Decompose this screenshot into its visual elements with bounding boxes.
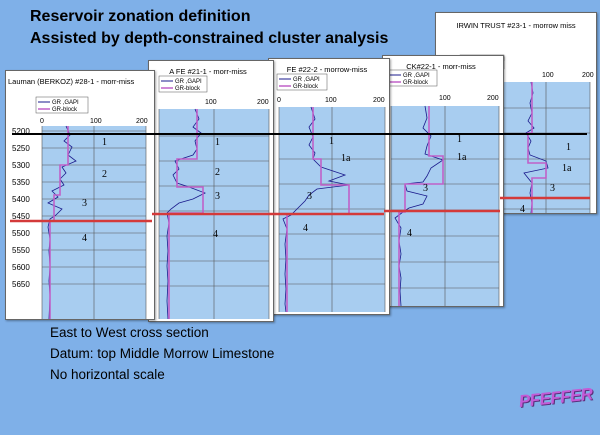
well-title: CK#22-1 - morr-miss [406,62,476,71]
notes-block: East to West cross section Datum: top Mi… [50,322,274,385]
zone-label: 1 [102,137,107,148]
well-title: IRWIN TRUST #23-1 - morrow miss [456,21,576,30]
tick-200: 200 [373,97,385,104]
depth-label: 5600 [12,263,30,272]
tick-200: 200 [487,95,499,102]
zone-label: 1a [341,153,351,164]
depth-label: 5500 [12,229,30,238]
well-panel-lauman: Lauman (BERKOZ) #28-1 - morr-miss GR ,GA… [5,70,155,320]
slide-title: Reservoir zonation definition [30,8,251,25]
tick-100: 100 [542,72,554,79]
well-panel-ck-22-1: CK#22-1 - morr-miss GR ,GAPI GR-block 10… [382,55,504,307]
tick-0: 0 [40,118,44,125]
tick-100: 100 [325,97,337,104]
depth-label: 5250 [12,144,30,153]
depth-label: 5450 [12,212,30,221]
zone-label: 4 [520,204,525,213]
zone-label: 3 [423,183,428,194]
tick-200: 200 [582,72,594,79]
tick-100: 100 [205,99,217,106]
zone-label: 4 [407,228,412,239]
depth-label: 5350 [12,178,30,187]
well-log-svg: GR ,GAPI GR-block 100 200 1 1a 3 4 [386,69,500,306]
note-line: East to West cross section [50,325,209,340]
tick-200: 200 [257,99,269,106]
legend-grblock: GR-block [293,84,319,90]
zone-label: 2 [215,167,220,178]
zone-label: 4 [82,233,87,244]
depth-label: 5400 [12,195,30,204]
zone-label: 1 [215,137,220,148]
depth-label: 5300 [12,161,30,170]
zone-label: 1 [329,136,334,147]
well-log-svg: GR ,GAPI GR-block 0 100 200 1 1a 3 4 [276,73,386,313]
note-line: Datum: top Middle Morrow Limestone [50,346,275,361]
well-title: A FE #21-1 - morr-miss [169,67,247,76]
legend-gr: GR ,GAPI [403,73,430,79]
zone-label: 1 [457,134,462,145]
zone-label: 2 [102,169,107,180]
legend-gr: GR ,GAPI [52,100,79,106]
tick-0: 0 [277,97,281,104]
well-title: Lauman (BERKOZ) #28-1 - morr-miss [8,77,135,86]
datum-line [12,133,587,135]
depth-label: 5550 [12,246,30,255]
zone-label: 3 [550,183,555,194]
legend-gr: GR ,GAPI [293,77,320,83]
zone-label: 3 [215,191,220,202]
slide-subtitle: Assisted by depth-constrained cluster an… [30,30,389,47]
tick-100: 100 [439,95,451,102]
depth-label: 5200 [12,127,30,136]
legend-grblock: GR-block [52,107,78,113]
zone-label: 3 [82,198,87,209]
tick-200: 200 [136,118,148,125]
note-line: No horizontal scale [50,367,165,382]
zone-label: 1a [562,163,572,174]
legend-grblock: GR-block [403,80,429,86]
zone-label: 1a [457,152,467,163]
zone-label: 1 [566,142,571,153]
tick-100: 100 [90,118,102,125]
legend-gr: GR ,GAPI [175,79,202,85]
zone-label: 4 [303,223,308,234]
depth-label: 5650 [12,280,30,289]
zone-label: 4 [213,229,218,240]
legend-grblock: GR-block [175,86,201,92]
well-title: FE #22-2 - morrow-miss [286,65,368,74]
zone-label: 3 [307,191,312,202]
